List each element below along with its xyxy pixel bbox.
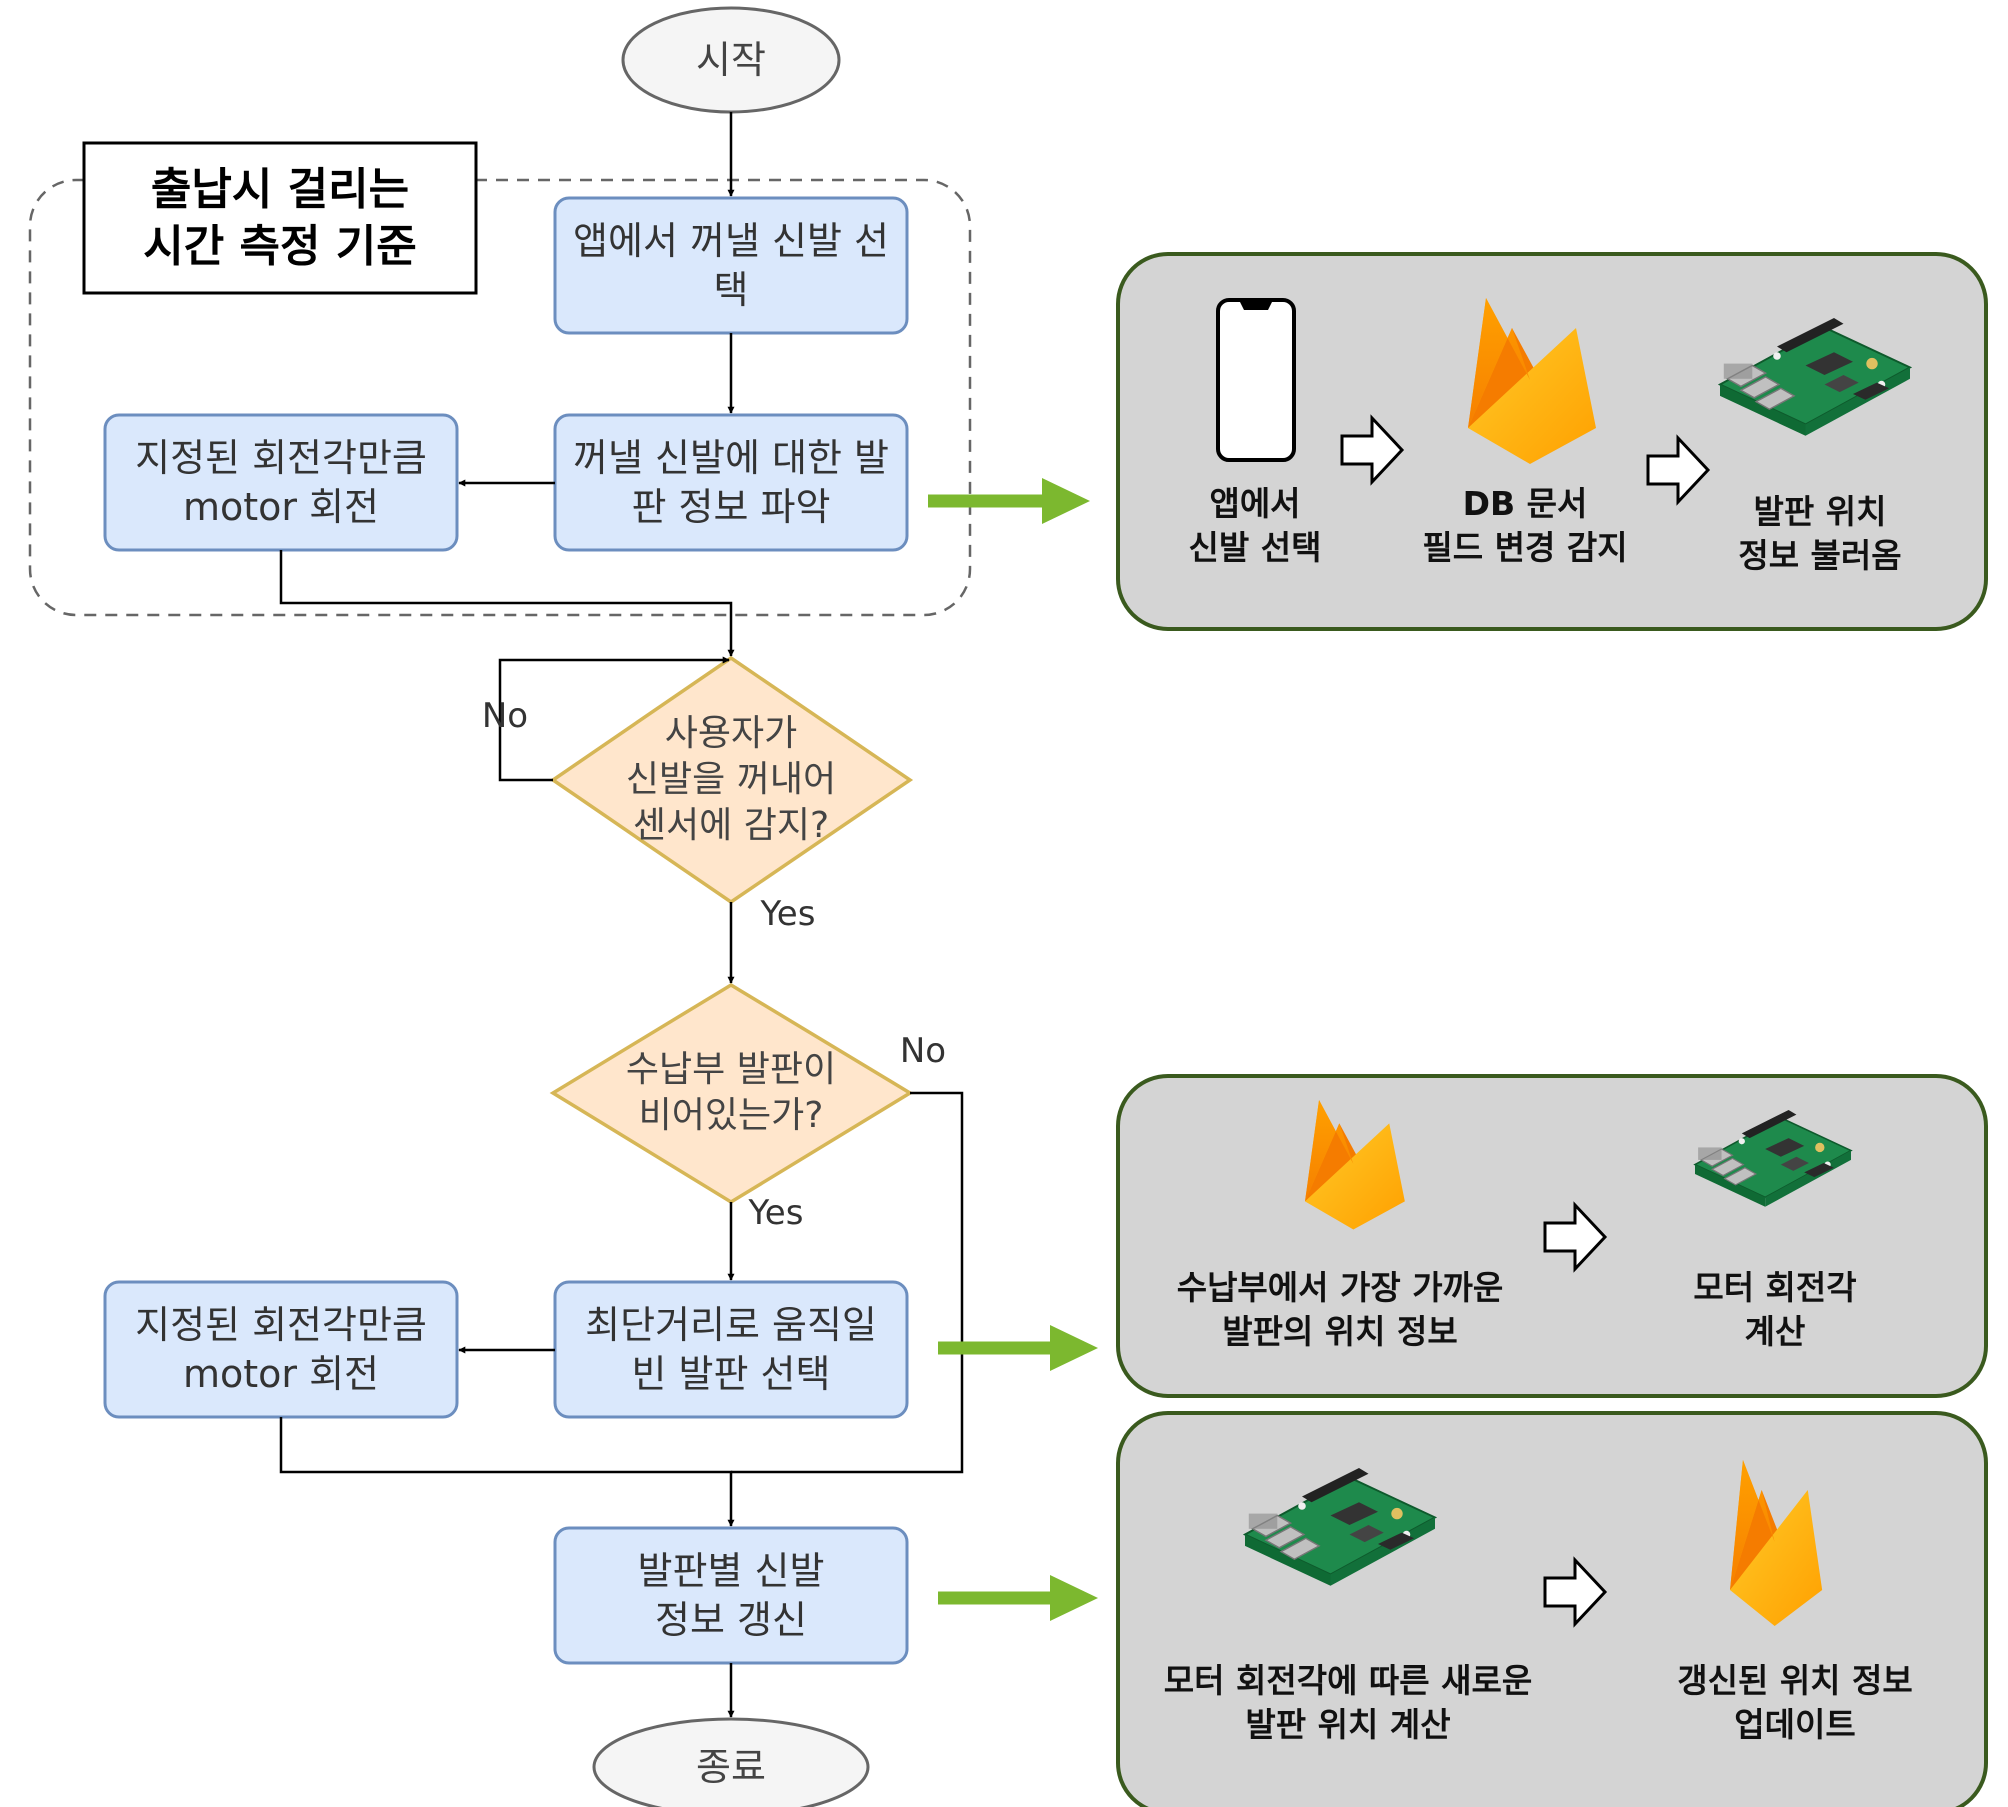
- end-terminal[interactable]: [592, 1717, 870, 1807]
- panel-3-caption-2: 갱신된 위치 정보 업데이트: [1677, 1661, 1913, 1744]
- green-arrow-1: [928, 478, 1090, 524]
- step-motor-rotate-2-text: 지정된 회전각만큼 motor 회전: [135, 1302, 427, 1396]
- panel-1-caption-1: 앱에서 신발 선택: [1188, 484, 1322, 567]
- green-arrow-3: [938, 1575, 1098, 1621]
- edge-rotate1-to-decision1: [279, 550, 735, 657]
- panel-2-caption-1: 수납부에서 가장 가까운 발판의 위치 정보: [1176, 1268, 1504, 1351]
- panel-3-caption-1: 모터 회전각에 따른 새로운 발판 위치 계산: [1163, 1661, 1533, 1744]
- panel-1-caption-2: DB 문서 필드 변경 감지: [1422, 484, 1628, 567]
- criteria-label: 출납시 걸리는 시간 측정 기준: [143, 163, 417, 272]
- decision-plate-empty-text: 수납부 발판이 비어있는가?: [625, 1048, 837, 1136]
- edge-rotate2-to-update: [279, 1417, 735, 1527]
- decision-user-takes-shoe-text: 사용자가 신발을 꺼내어 센서에 감지?: [625, 712, 837, 847]
- step-update-info-text: 발판별 신발 정보 갱신: [637, 1548, 825, 1642]
- green-arrow-2: [938, 1325, 1098, 1371]
- smartphone-icon: [1216, 298, 1296, 462]
- criteria-label-box: [82, 141, 478, 295]
- edge-decision2-no: [731, 1091, 964, 1474]
- measurement-boundary: [28, 178, 972, 617]
- edge-decision1-no-loop: [498, 656, 730, 782]
- label-yes-2: Yes: [748, 1193, 804, 1234]
- step-select-in-app-text: 앱에서 꺼낼 신발 선 택: [573, 218, 889, 312]
- panel-2-caption-2: 모터 회전각 계산: [1693, 1268, 1857, 1351]
- label-yes-1: Yes: [760, 894, 816, 935]
- step-motor-rotate-1-text: 지정된 회전각만큼 motor 회전: [135, 435, 427, 529]
- label-no-1: No: [481, 696, 529, 737]
- end-label: 종료: [696, 1744, 766, 1789]
- label-no-2: No: [899, 1031, 947, 1072]
- step-identify-plate-text: 꺼낼 신발에 대한 발 판 정보 파악: [573, 435, 889, 529]
- flow-connectors: [279, 112, 964, 1718]
- start-label: 시작: [696, 37, 766, 82]
- step-select-nearest-empty-text: 최단거리로 움직일 빈 발판 선택: [585, 1302, 877, 1396]
- panel-1-caption-3: 발판 위치 정보 불러옴: [1738, 492, 1902, 575]
